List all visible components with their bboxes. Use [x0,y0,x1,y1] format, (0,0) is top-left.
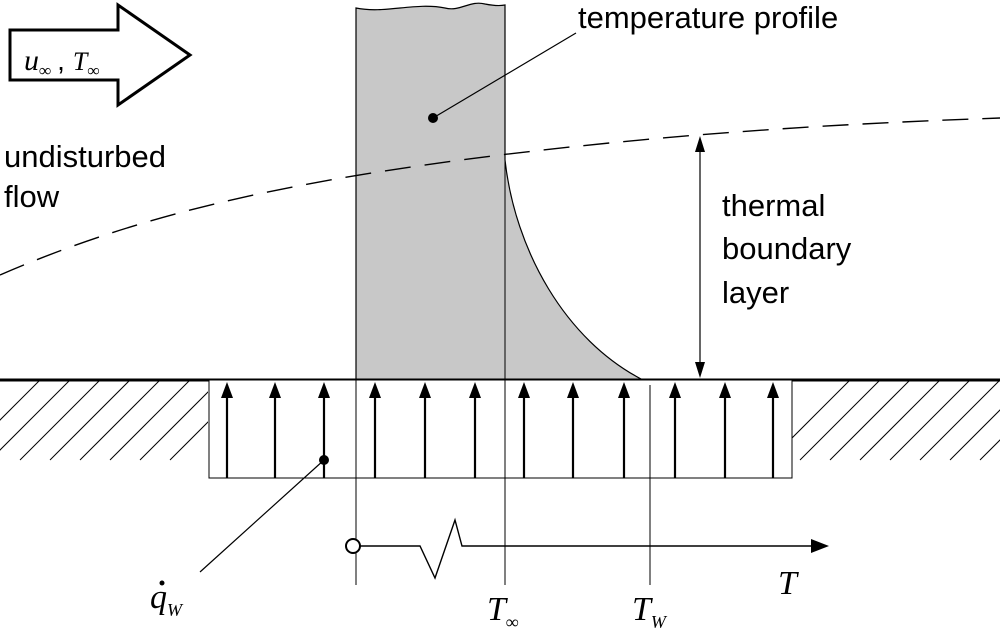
flow-arrow [8,2,193,108]
heat-flux-arrow [618,382,630,478]
heat-flux-arrow [369,382,381,478]
heat-flux-arrow [269,382,281,478]
flow-label: flow [4,179,60,214]
flow-velocity-label: u∞,T∞ [24,44,100,80]
t-axis-label: T [778,565,799,602]
heat-flux-arrow [767,382,779,478]
profile-leader-line [432,32,577,119]
heat-flux-arrow [518,382,530,478]
heat-flux-arrow [419,382,431,478]
profile-leader-dot [428,113,438,123]
heat-flux-arrow [669,382,681,478]
undisturbed-label: undisturbed [4,139,166,174]
svg-text:qW: qW [150,579,184,620]
wall-hatching-right [792,380,1000,461]
heat-flux-arrow [567,382,579,478]
temperature-profile-shape [355,2,644,381]
heat-flux-leader-dot [319,455,329,465]
layer-label: layer [722,275,789,310]
t-wall-label: TW [632,591,668,632]
boundary-thickness-arrow [695,136,705,378]
heat-flux-leader-line [199,459,325,573]
temperature-profile-label: temperature profile [578,0,838,35]
t-inf-label: T∞ [487,591,519,632]
heat-flux-arrow [469,382,481,478]
heat-flux-arrows [221,382,779,478]
heat-flux-label: qW [150,579,184,620]
temperature-axis [345,517,829,580]
wall-hatching-left [0,380,208,461]
heat-flux-arrow [221,382,233,478]
heated-section [208,379,793,479]
heat-flux-arrow [719,382,731,478]
thermal-label: thermal [722,188,825,223]
boundary-label: boundary [722,231,852,266]
